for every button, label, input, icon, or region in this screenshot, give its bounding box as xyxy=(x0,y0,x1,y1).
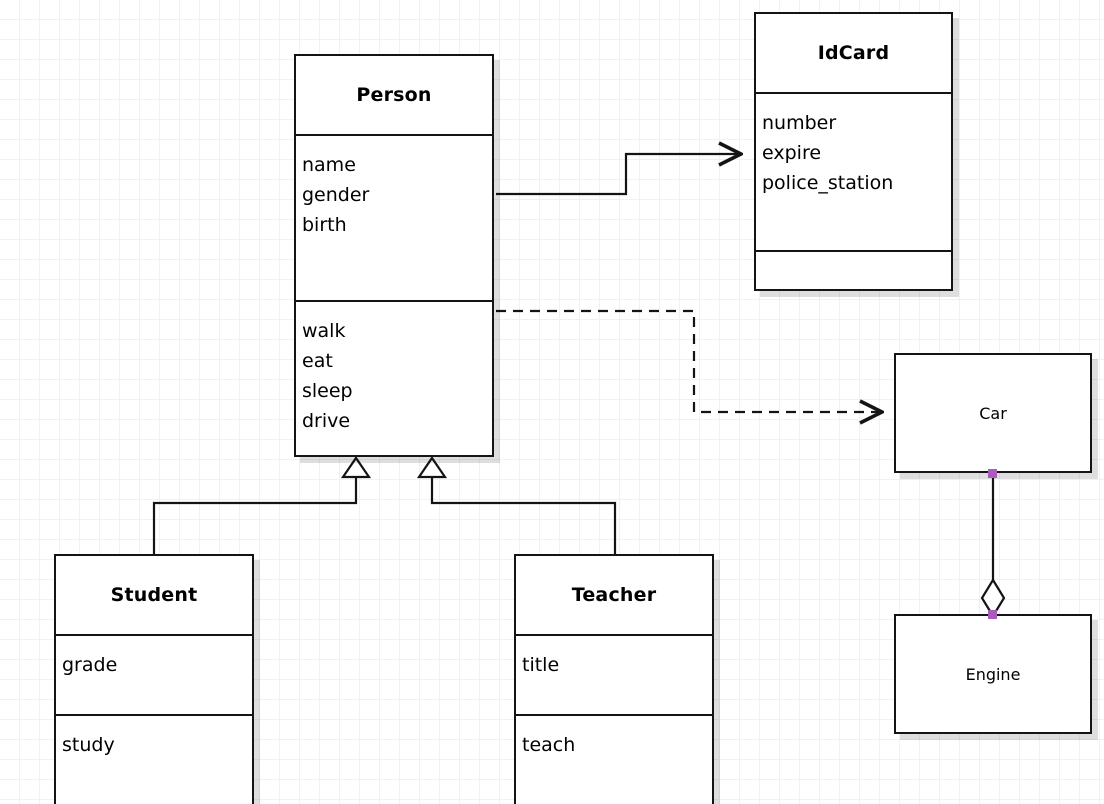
attribute-item: number xyxy=(762,112,837,134)
class-methods-compartment xyxy=(756,250,951,289)
attribute-item: birth xyxy=(302,214,347,236)
attribute-item: gender xyxy=(302,184,370,206)
class-box-person[interactable]: Person name gender birth walk eat sleep … xyxy=(294,54,494,457)
class-title-compartment: Student xyxy=(56,556,252,634)
attribute-item: grade xyxy=(62,654,118,676)
edge-car-engine[interactable] xyxy=(980,474,1006,619)
method-item: teach xyxy=(522,734,576,756)
class-box-idcard[interactable]: IdCard number expire police_station xyxy=(754,12,953,291)
edge-person-car[interactable] xyxy=(496,309,882,412)
connection-handle-car[interactable] xyxy=(988,469,997,478)
class-title-compartment: Person xyxy=(296,56,492,134)
class-title-compartment: Teacher xyxy=(516,556,712,634)
method-item: eat xyxy=(302,350,333,372)
edge-student-person[interactable] xyxy=(152,456,372,554)
class-attributes-compartment: grade xyxy=(56,634,252,714)
class-title-compartment: Car xyxy=(896,355,1090,471)
edge-person-idcard[interactable] xyxy=(496,154,741,196)
attribute-item: expire xyxy=(762,142,822,164)
edge-teacher-person[interactable] xyxy=(416,456,617,554)
class-methods-compartment: study xyxy=(56,714,252,804)
class-name-student: Student xyxy=(110,584,198,606)
class-name-teacher: Teacher xyxy=(571,584,657,606)
class-box-car[interactable]: Car xyxy=(894,353,1092,473)
class-methods-compartment: teach xyxy=(516,714,712,804)
connection-handle-engine[interactable] xyxy=(988,610,997,619)
class-name-engine: Engine xyxy=(965,664,1021,684)
class-name-person: Person xyxy=(356,84,432,106)
class-methods-compartment: walk eat sleep drive xyxy=(296,300,492,455)
class-attributes-compartment: name gender birth xyxy=(296,134,492,300)
method-item: study xyxy=(62,734,115,756)
method-item: sleep xyxy=(302,380,353,402)
attribute-item: police_station xyxy=(762,172,894,194)
attribute-item: title xyxy=(522,654,560,676)
attribute-item: name xyxy=(302,154,356,176)
method-item: walk xyxy=(302,320,346,342)
class-box-student[interactable]: Student grade study xyxy=(54,554,254,804)
class-box-engine[interactable]: Engine xyxy=(894,614,1092,734)
class-attributes-compartment: number expire police_station xyxy=(756,92,951,250)
class-attributes-compartment: title xyxy=(516,634,712,714)
class-box-teacher[interactable]: Teacher title teach xyxy=(514,554,714,804)
method-item: drive xyxy=(302,410,351,432)
class-title-compartment: IdCard xyxy=(756,14,951,92)
class-title-compartment: Engine xyxy=(896,616,1090,732)
class-name-car: Car xyxy=(979,403,1007,423)
class-name-idcard: IdCard xyxy=(817,42,890,64)
